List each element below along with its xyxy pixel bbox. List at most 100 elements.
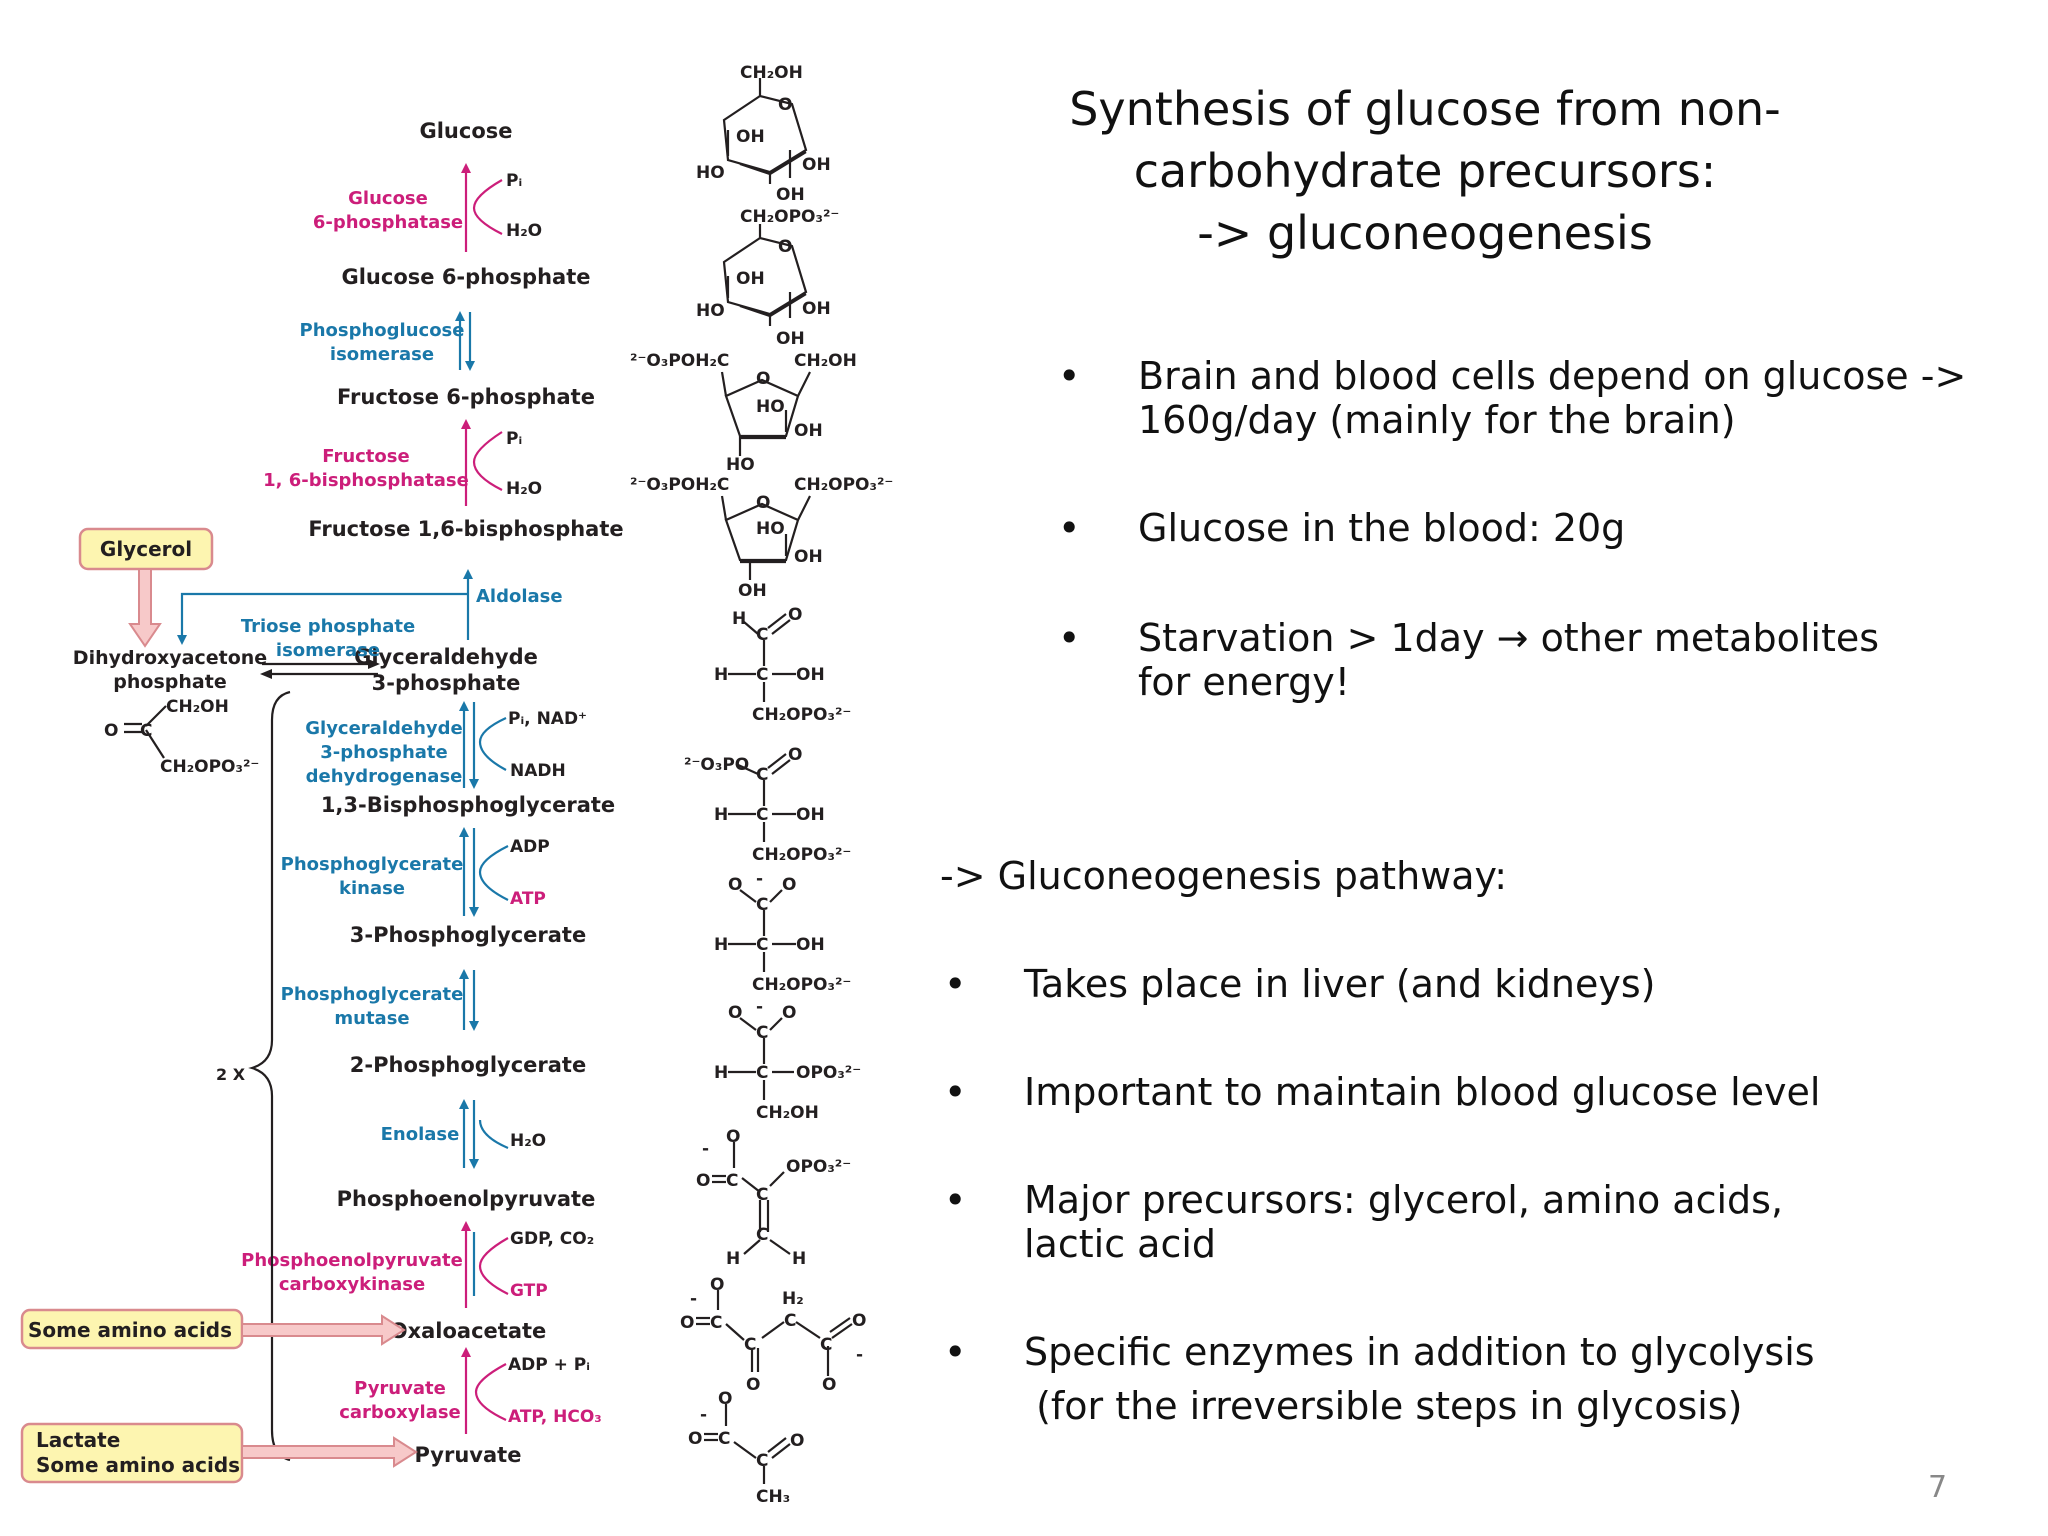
pg3-ch2opo3: CH₂OPO₃²⁻: [752, 975, 851, 995]
bpg-ch2opo3: CH₂OPO₃²⁻: [752, 845, 851, 865]
gap-o: O: [788, 605, 802, 625]
glucose-oh3: OH: [776, 185, 805, 205]
oaa-o5: O: [822, 1375, 836, 1395]
f16bp-o3poh2c: ²⁻O₃POH₂C: [630, 475, 729, 495]
metabolite-glucose-6-phosphate: Glucose 6-phosphate: [342, 265, 591, 289]
bullet-text-line: lactic acid: [1024, 1222, 1217, 1266]
oaa-c2: C: [744, 1335, 756, 1355]
pep-o1: O: [726, 1127, 740, 1147]
pep-opo3: OPO₃²⁻: [786, 1157, 851, 1177]
f6p-o3poh2c: ²⁻O₃POH₂C: [630, 351, 729, 371]
gap-c1: C: [756, 625, 768, 645]
metabolite-glyceraldehyde-3-phosphate: 3-phosphate: [372, 671, 521, 695]
cofactor-atp-hco3: ATP, HCO₃: [508, 1407, 602, 1427]
pep-structure: [712, 1142, 791, 1255]
f6p-ring-structure: [720, 371, 811, 456]
pep-h1: H: [726, 1249, 740, 1269]
f16bp-ring-structure: [720, 495, 811, 580]
bullet-text-line: Glucose in the blood: 20g: [1138, 506, 1626, 550]
oaa-c4: C: [820, 1335, 832, 1355]
f16bp-ho-inner: HO: [756, 519, 785, 539]
glucose-oh2: OH: [802, 155, 831, 175]
gap-h: H: [732, 609, 746, 629]
enzyme-glucose-6-phosphatase-line2: 6-phosphatase: [313, 212, 463, 233]
step-arrow-gapdh: [459, 701, 507, 789]
pyruvate-ch3: CH₃: [756, 1487, 790, 1507]
amino-acids-label: Some amino acids: [28, 1318, 232, 1342]
lactate-label: Lactate: [36, 1428, 120, 1452]
pg3-oh: OH: [796, 935, 825, 955]
f16bp-oh-bottom: OH: [738, 581, 767, 601]
slide-title-line-2: carbohydrate precursors:: [1133, 144, 1717, 198]
oaa-o2: O: [680, 1313, 694, 1333]
pg2-o2: O: [782, 1003, 796, 1023]
bpg-c1: C: [756, 765, 768, 785]
slide-title: Synthesis of glucose from non- carbohydr…: [1010, 78, 1840, 264]
bpg-h: H: [714, 805, 728, 825]
enzyme-enolase: Enolase: [381, 1124, 460, 1145]
step-arrow-phosphoglucose-isomerase: [455, 311, 475, 371]
pg2-ch2oh: CH₂OH: [756, 1103, 819, 1123]
glucose-oh1: OH: [736, 127, 765, 147]
pyruvate-o3: O: [790, 1431, 804, 1451]
metabolite-dihydroxyacetone-phosphate: phosphate: [113, 671, 226, 693]
dhap-carbon: C: [140, 721, 152, 741]
slide-title-line-3: -> gluconeogenesis: [1197, 206, 1653, 260]
pyruvate-c2: C: [756, 1451, 768, 1471]
cofactor-gtp: GTP: [510, 1281, 548, 1301]
pg2-opo3: OPO₃²⁻: [796, 1063, 861, 1083]
f6p-oh: OH: [794, 421, 823, 441]
bullet-marker: •: [944, 962, 967, 1006]
cofactor-h2o-1: H₂O: [506, 221, 542, 241]
slide-title-line-1: Synthesis of glucose from non-: [1069, 82, 1781, 136]
pg3-o1: O: [728, 875, 742, 895]
pg3-structure: [728, 889, 796, 972]
glycerol-arrow: [128, 568, 162, 648]
pg2-h: H: [714, 1063, 728, 1083]
bullet-text-line: Major precursors: glycerol, amino acids,: [1024, 1178, 1784, 1222]
two-x-label: 2 X: [216, 1065, 246, 1084]
bullet-text-line: 160g/day (mainly for the brain): [1138, 398, 1736, 442]
cofactor-h2o-3: H₂O: [510, 1131, 546, 1151]
step-arrow-enolase: [459, 1099, 509, 1169]
oaa-minus1: -: [690, 1289, 697, 1309]
bpg-o3po: ²⁻O₃PO: [684, 755, 749, 775]
glucose-ch2oh: CH₂OH: [740, 63, 803, 83]
bullet-text-line: Specific enzymes in addition to glycolys…: [1024, 1330, 1815, 1374]
metabolite-1-3-bisphosphoglycerate: 1,3-Bisphosphoglycerate: [321, 793, 615, 817]
glucose-ho: HO: [696, 163, 725, 183]
amino-acids-arrow: [241, 1314, 406, 1346]
f6p-ho: HO: [726, 455, 755, 475]
bullet-marker: •: [1058, 354, 1081, 398]
pg2-c1: C: [756, 1023, 768, 1043]
pyruvate-c1: C: [718, 1429, 730, 1449]
enzyme-gapdh-line2: 3-phosphate: [320, 742, 447, 763]
cofactor-h2o-2: H₂O: [506, 479, 542, 499]
metabolite-3-phosphoglycerate: 3-Phosphoglycerate: [350, 923, 586, 947]
enzyme-pepck-line2: carboxykinase: [279, 1274, 425, 1295]
cofactor-pi-nad: Pᵢ, NAD⁺: [508, 709, 587, 729]
step-arrow-phosphoglycerate-mutase: [459, 969, 479, 1031]
metabolite-fructose-6-phosphate: Fructose 6-phosphate: [337, 385, 595, 409]
step-arrow-triose-phosphate-isomerase: [260, 659, 380, 679]
gap-oh: OH: [796, 665, 825, 685]
cofactor-adp-pi: ADP + Pᵢ: [508, 1355, 590, 1375]
bullet-marker: •: [1058, 616, 1081, 660]
bullet-text-line: Starvation > 1day → other metabolites: [1138, 616, 1880, 660]
enzyme-triose-phosphate-isomerase-line1: Triose phosphate: [241, 616, 415, 637]
pg3-minus: -: [756, 869, 763, 889]
dhap-ch2opo3: CH₂OPO₃²⁻: [160, 757, 259, 777]
oaa-c1: C: [710, 1313, 722, 1333]
pyruvate-o2: O: [688, 1429, 702, 1449]
cofactor-atp-1: ATP: [510, 889, 546, 909]
enzyme-phosphoglycerate-kinase-line1: Phosphoglycerate: [281, 854, 464, 875]
g6p-ho: HO: [696, 301, 725, 321]
oaa-c3: C: [784, 1311, 796, 1331]
lactate-amino-label: Some amino acids: [36, 1453, 240, 1477]
pyruvate-o1: O: [718, 1389, 732, 1409]
gluconeogenesis-diagram: Glucose Glucose 6-phosphate Fructose 6-p…: [20, 63, 893, 1507]
pep-c2: C: [756, 1185, 768, 1205]
enzyme-fructose-bisphosphatase-line1: Fructose: [322, 446, 409, 467]
enzyme-fructose-bisphosphatase-line2: 1, 6-bisphosphatase: [263, 470, 469, 491]
oaa-minus2: -: [856, 1345, 863, 1365]
